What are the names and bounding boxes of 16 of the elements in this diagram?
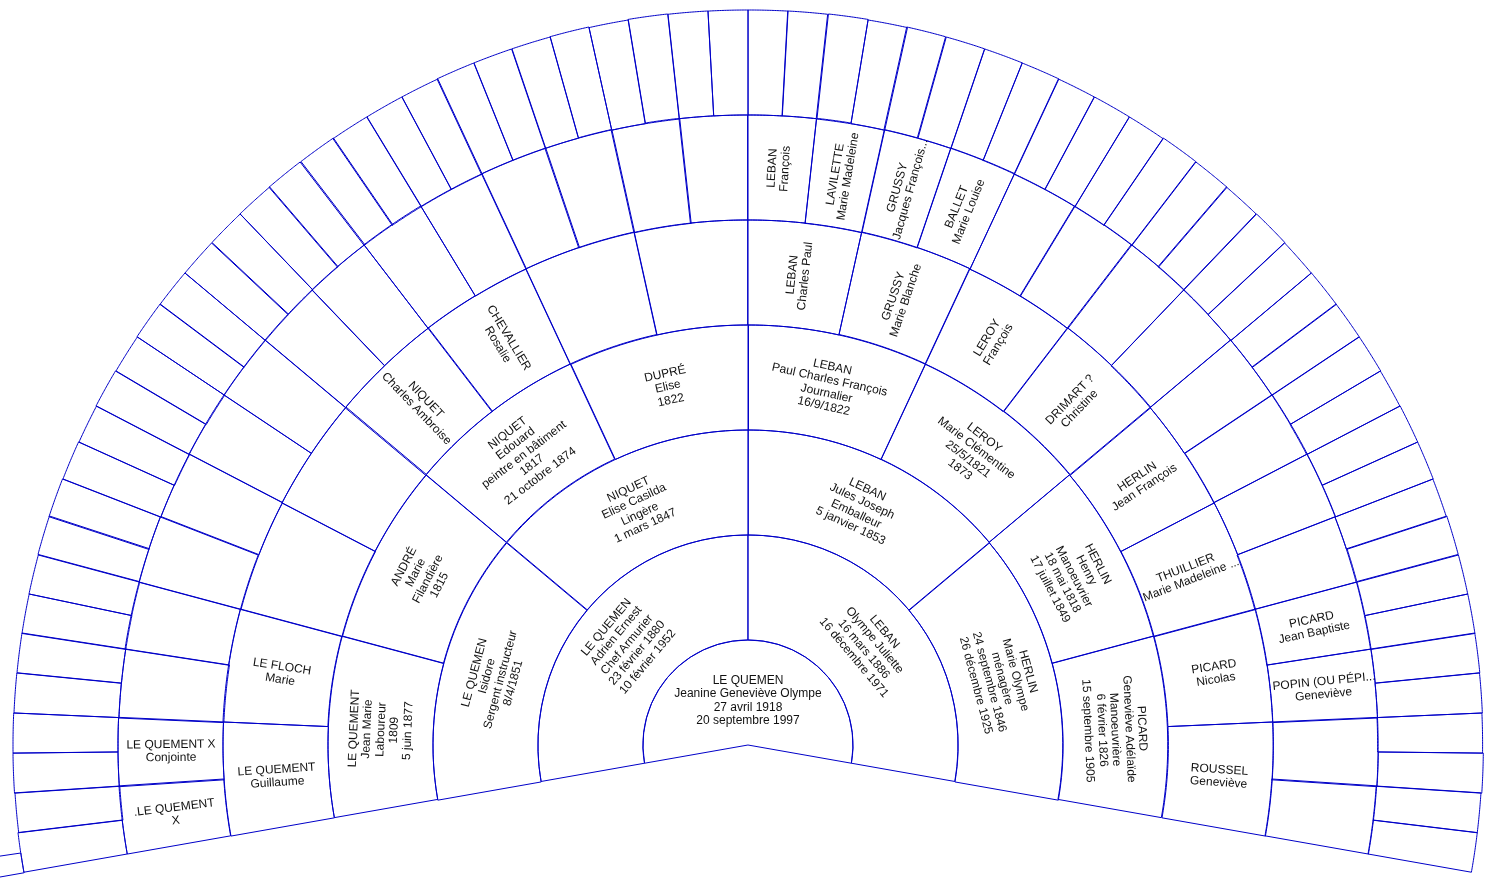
detail-label: 5 juin 1877	[399, 701, 416, 761]
detail-label: 27 avril 1918	[713, 700, 783, 715]
given-name-label: Geneviève	[1189, 774, 1249, 792]
surname-label: PICARD	[1134, 705, 1150, 752]
detail-label: 20 septembre 1997	[696, 714, 800, 728]
surname-label: LE QUEMENT	[345, 689, 362, 769]
detail-label: 15 septembre 1905	[1079, 679, 1098, 784]
given-name-label: François	[778, 145, 795, 193]
surname-label: LE QUEMENT X	[125, 737, 216, 752]
surname-label: LE QUEMEN	[712, 674, 784, 688]
detail-label: 1809	[386, 717, 402, 745]
given-name-label: Jeanine Geneviève Olympe	[674, 687, 822, 701]
detail-label: Laboureur	[372, 702, 389, 758]
given-name-label: Conjointe	[145, 751, 196, 766]
given-name-label: X	[170, 814, 181, 829]
given-name-label: Jean Marie	[359, 699, 375, 760]
